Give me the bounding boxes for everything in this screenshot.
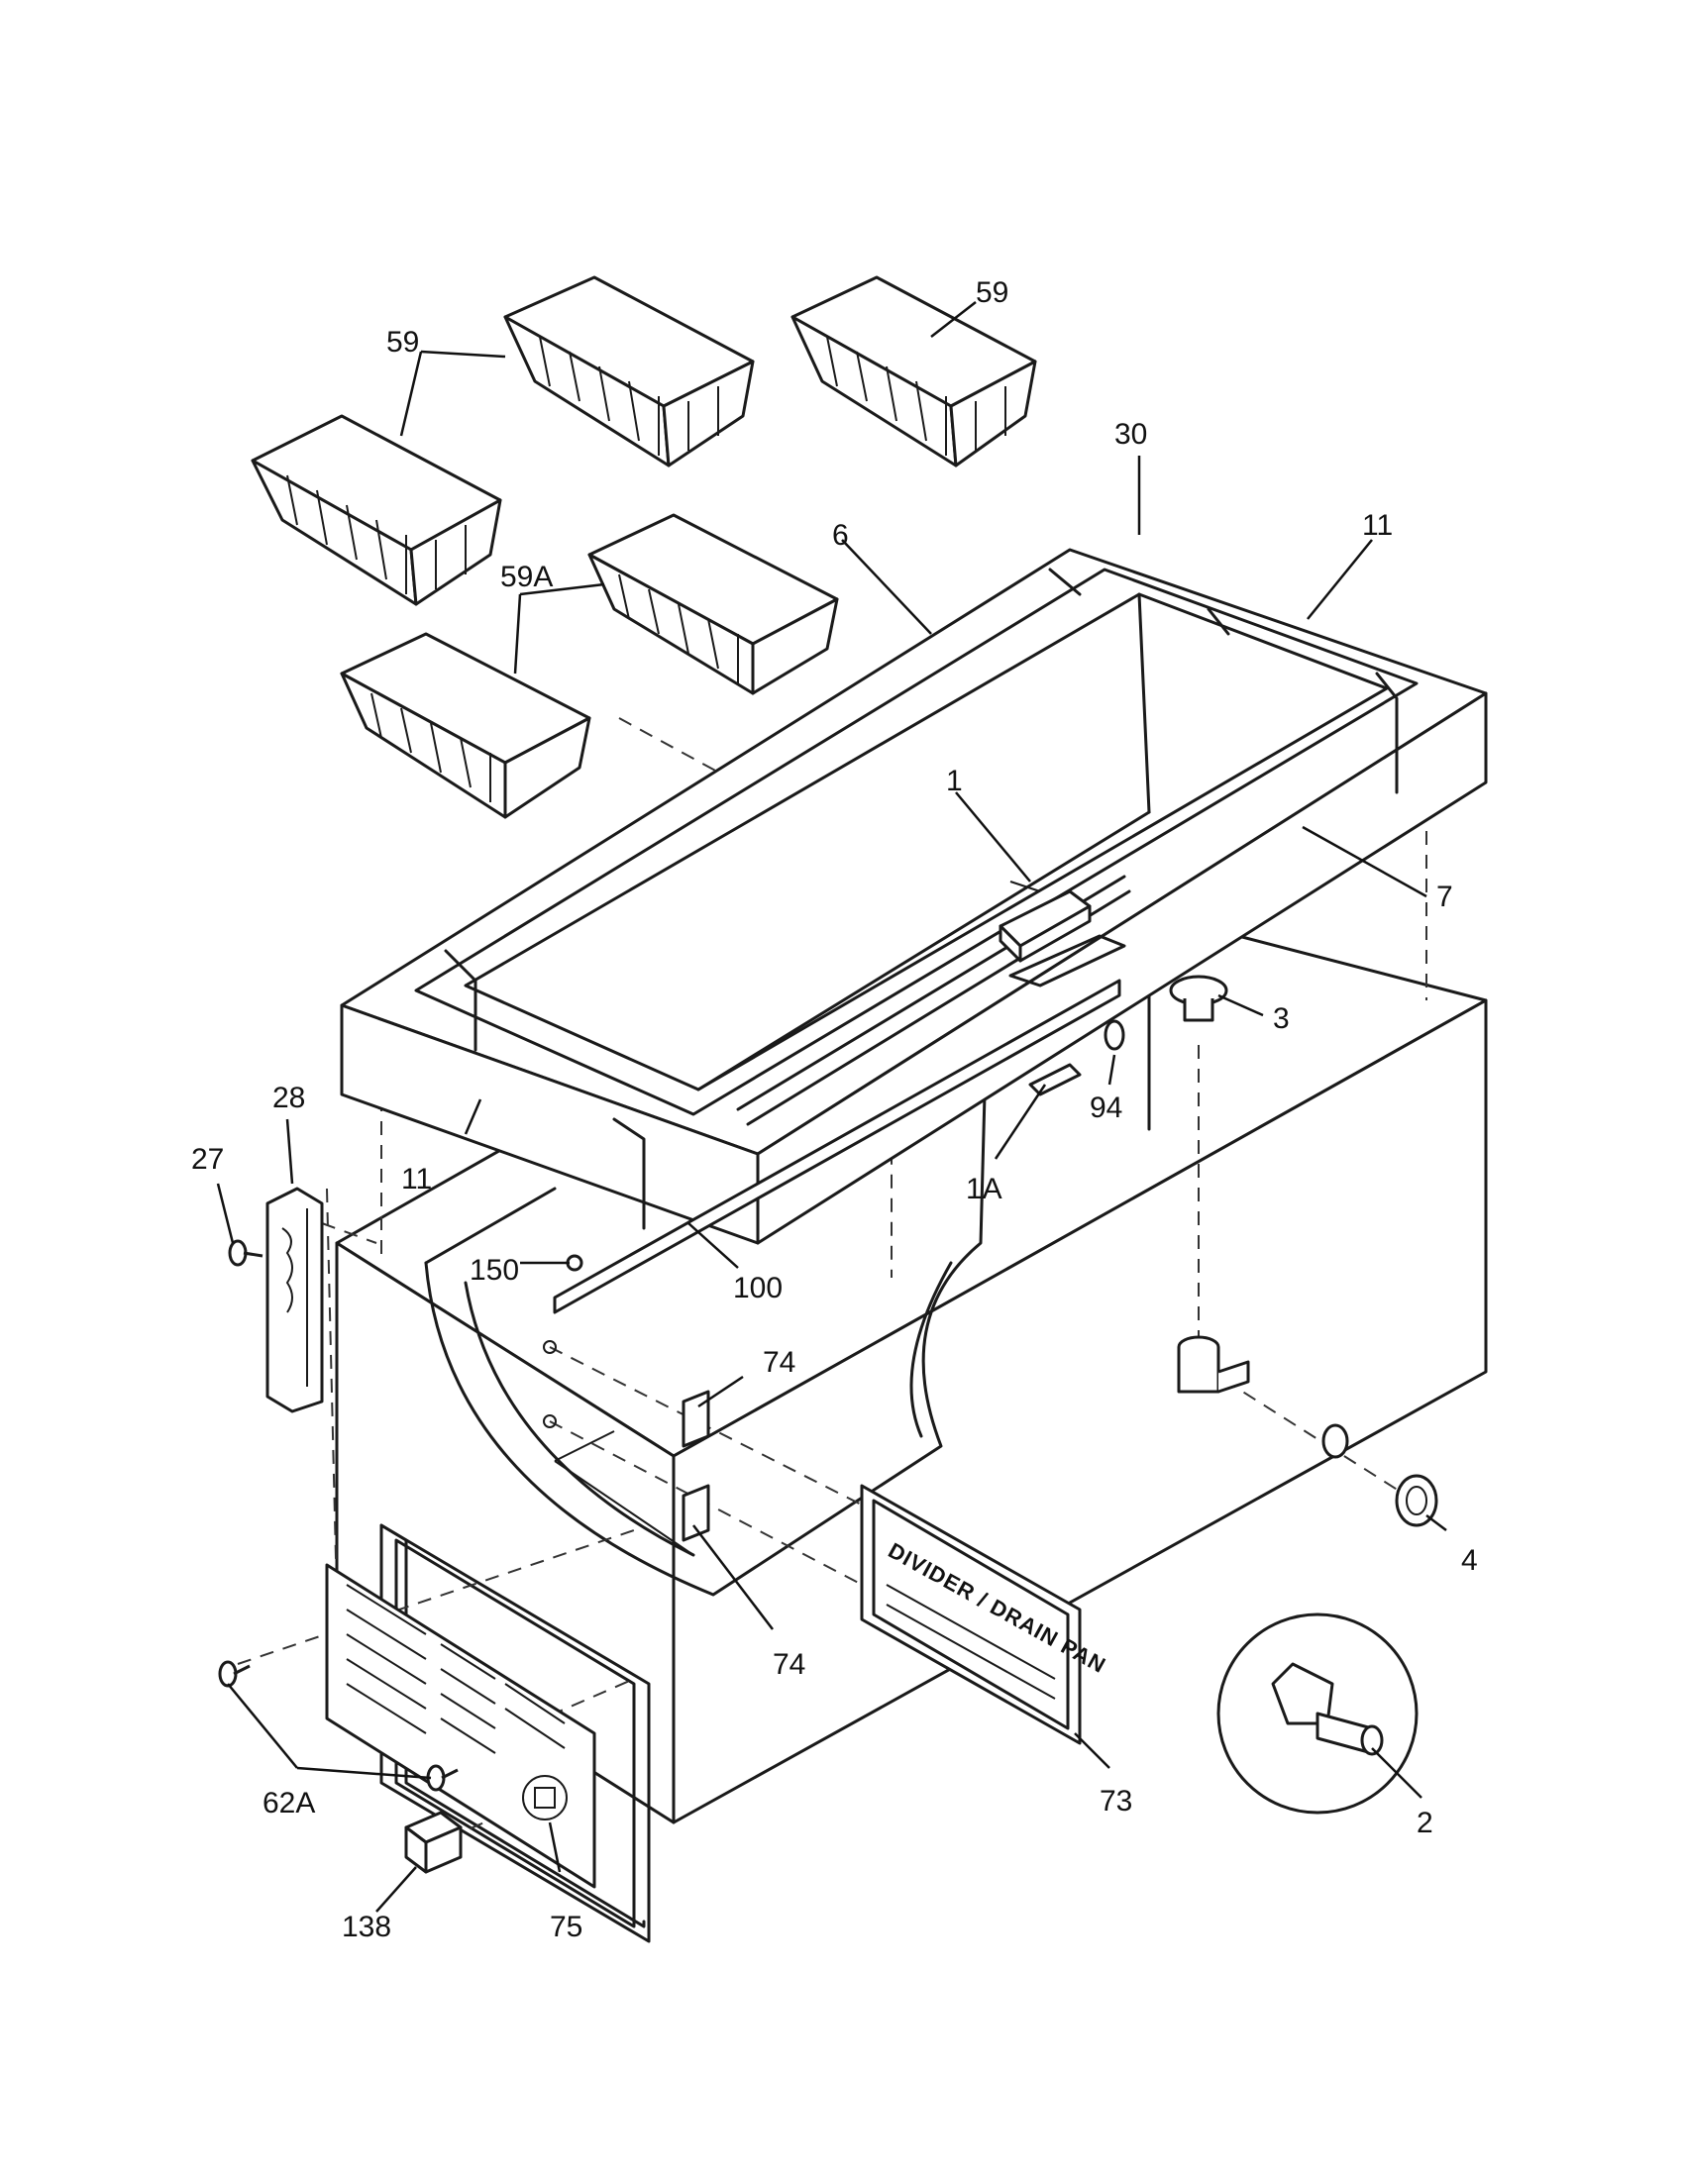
callout-1A: 1A (966, 1173, 1002, 1205)
switch-138 (404, 1811, 463, 1874)
lid-handle (999, 889, 1092, 963)
callout-3: 3 (1273, 1002, 1290, 1035)
drain-plug (1169, 975, 1228, 1022)
basket-59-right (790, 275, 1037, 468)
callout-74: 74 (763, 1346, 795, 1379)
drain-fitting-detail (1216, 1612, 1419, 1815)
callout-27: 27 (191, 1143, 224, 1176)
callout-2: 2 (1417, 1807, 1433, 1839)
drain-tube (1177, 1335, 1250, 1394)
callout-6: 6 (832, 519, 849, 552)
callout-74: 74 (773, 1648, 805, 1681)
basket-59A-upper (587, 513, 839, 695)
hinge-28 (265, 1187, 324, 1413)
callout-59: 59 (976, 276, 1008, 309)
callout-73: 73 (1100, 1785, 1132, 1818)
callout-28: 28 (272, 1082, 305, 1114)
callout-59: 59 (386, 326, 419, 359)
clip-74-upper (682, 1390, 710, 1448)
basket-59-left (251, 414, 502, 606)
clip-74-lower (682, 1484, 710, 1542)
callout-75: 75 (550, 1911, 582, 1943)
callout-138: 138 (342, 1911, 391, 1943)
callout-30: 30 (1114, 418, 1147, 451)
screw-62A-left (218, 1660, 251, 1688)
callout-4: 4 (1461, 1544, 1478, 1577)
callout-11: 11 (401, 1163, 432, 1196)
drain-cap-4 (1395, 1474, 1438, 1527)
callout-59A: 59A (500, 561, 553, 593)
callout-62A: 62A (263, 1787, 315, 1820)
callout-7: 7 (1436, 881, 1453, 913)
screw-150 (566, 1254, 583, 1272)
freezer-lid (340, 548, 1488, 1245)
callout-labels: 59 59 59A 6 30 11 11 1 7 3 94 1A 28 27 1… (191, 276, 1478, 1943)
vent-panel (325, 1563, 596, 1889)
callout-100: 100 (733, 1272, 783, 1304)
washer-94 (1104, 1019, 1125, 1051)
callout-1: 1 (946, 765, 963, 797)
callout-94: 94 (1090, 1092, 1122, 1124)
leader-lines (216, 301, 1447, 1913)
screw-27 (228, 1239, 263, 1267)
clip-1A (1028, 1063, 1082, 1096)
callout-150: 150 (470, 1254, 519, 1287)
basket-59A-lower (340, 632, 591, 819)
drain-washer (1321, 1423, 1349, 1459)
basket-59-middle (503, 275, 755, 468)
callout-11: 11 (1362, 509, 1393, 542)
